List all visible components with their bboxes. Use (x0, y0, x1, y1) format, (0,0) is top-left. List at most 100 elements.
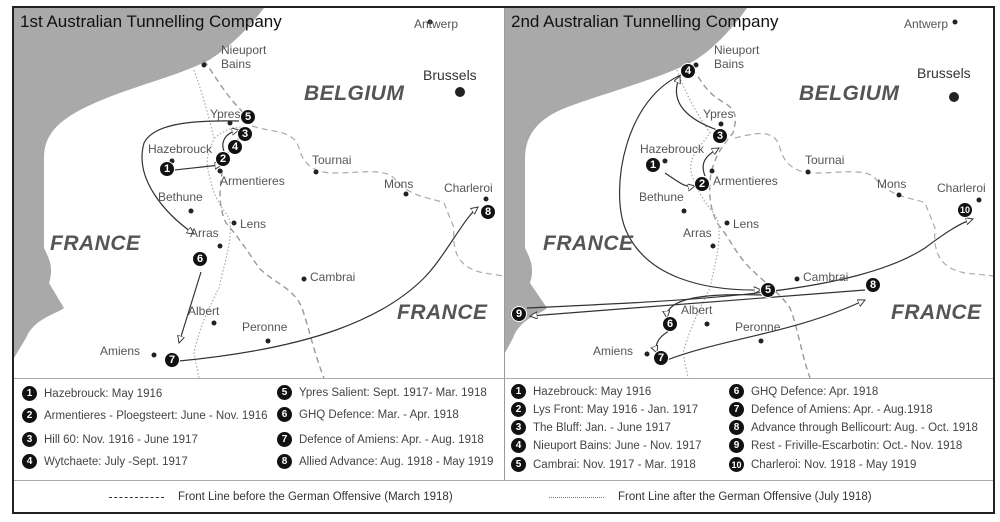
route-marker-5: 5 (760, 282, 776, 298)
route-marker-3: 3 (237, 126, 253, 142)
number-badge-icon: 10 (729, 457, 744, 472)
maps-row: 1st Australian Tunnelling Company BELGIU… (14, 8, 993, 378)
city-label-nieuport: Nieuport (221, 43, 267, 57)
map-title: 2nd Australian Tunnelling Company (511, 12, 779, 31)
route-marker-7: 7 (653, 350, 669, 366)
legend-item: 8 Advance through Bellicourt: Aug. - Oct.… (729, 420, 978, 435)
number-badge-icon: 1 (511, 384, 526, 399)
city-label-mons: Mons (384, 177, 414, 191)
number-badge-icon: 7 (277, 432, 292, 447)
legend-item: 7 Defence of Amiens: Apr. - Aug. 1918 (277, 432, 484, 447)
city-label-tournai: Tournai (805, 153, 845, 167)
route-marker-9: 9 (511, 306, 527, 322)
city-label-charleroi: Charleroi (444, 181, 493, 195)
city-label-tournai: Tournai (312, 153, 352, 167)
route-marker-7: 7 (164, 352, 180, 368)
number-badge-icon: 6 (729, 384, 744, 399)
city-label-amiens: Amiens (100, 344, 141, 358)
map-2nd-company: 2nd Australian Tunnelling Company BELGIU… (504, 8, 993, 378)
line-key-label: Front Line after the German Offensive (J… (618, 491, 872, 503)
legend-label: Armentieres - Ploegsteert: June - Nov. 1… (44, 409, 268, 422)
marker-legend: 1 Hazebrouck: May 1916 2 Armentieres - Plo… (14, 378, 993, 481)
city-label-arras: Arras (683, 226, 712, 240)
city-label-antwerp: Antwerp (414, 17, 459, 31)
city-label-peronne: Peronne (242, 320, 288, 334)
country-label-france: FRANCE (543, 232, 634, 255)
city-label-bethune: Bethune (158, 190, 203, 204)
country-label-belgium: BELGIUM (799, 82, 900, 105)
legend-item: 8 Allied Advance: Aug. 1918 - May 1919 (277, 454, 493, 469)
route-marker-2: 2 (215, 151, 231, 167)
legend-label: Ypres Salient: Sept. 1917- Mar. 1918 (299, 386, 487, 399)
city-label-bethune: Bethune (639, 190, 684, 204)
route-marker-6: 6 (662, 316, 678, 332)
city-label-antwerp: Antwerp (904, 17, 949, 31)
legend-2nd-company: 1 Hazebrouck: May 1916 2 Lys Front: May 19… (504, 379, 993, 480)
route-marker-4: 4 (680, 63, 696, 79)
front-line-legend: Front Line before the German Offensive (… (14, 482, 993, 512)
legend-item: 3 The Bluff: Jan. - June 1917 (511, 420, 671, 435)
legend-label: Defence of Amiens: Apr. - Aug. 1918 (299, 433, 484, 446)
number-badge-icon: 5 (511, 457, 526, 472)
number-badge-icon: 3 (22, 432, 37, 447)
number-badge-icon: 4 (511, 438, 526, 453)
city-label-nieuport-bains: Bains (221, 57, 252, 71)
route-marker-1: 1 (159, 161, 175, 177)
legend-item: 1 Hazebrouck: May 1916 (511, 384, 651, 399)
legend-item: 2 Lys Front: May 1916 - Jan. 1917 (511, 402, 698, 417)
number-badge-icon: 7 (729, 402, 744, 417)
city-label-arras: Arras (190, 226, 219, 240)
legend-label: The Bluff: Jan. - June 1917 (533, 421, 671, 434)
legend-label: GHQ Defence: Apr. 1918 (751, 385, 879, 398)
number-badge-icon: 1 (22, 386, 37, 401)
city-label-albert: Albert (681, 303, 713, 317)
legend-label: Allied Advance: Aug. 1918 - May 1919 (299, 455, 494, 468)
country-label-france: FRANCE (891, 301, 982, 324)
legend-label: Advance through Bellicourt: Aug. - Oct. … (751, 421, 978, 434)
city-label-hazebrouck: Hazebrouck (640, 142, 705, 156)
number-badge-icon: 9 (729, 438, 744, 453)
city-label-armentieres: Armentieres (713, 174, 778, 188)
legend-label: Hazebrouck: May 1916 (533, 385, 652, 398)
dashed-line-icon (109, 496, 164, 498)
legend-label: Wytchaete: July -Sept. 1917 (44, 455, 188, 468)
route-marker-4: 4 (227, 139, 243, 155)
dotted-line-icon (549, 496, 604, 498)
city-label-peronne: Peronne (735, 320, 781, 334)
legend-label: GHQ Defence: Mar. - Apr. 1918 (299, 408, 459, 421)
legend-item: 2 Armentieres - Ploegsteert: June - Nov. … (22, 408, 268, 423)
map-figure: 1st Australian Tunnelling Company BELGIU… (12, 6, 995, 514)
route-marker-2: 2 (694, 176, 710, 192)
city-label-cambrai: Cambrai (310, 270, 356, 284)
number-badge-icon: 4 (22, 454, 37, 469)
number-badge-icon: 2 (511, 402, 526, 417)
map-title: 1st Australian Tunnelling Company (20, 12, 282, 31)
map-1st-company: 1st Australian Tunnelling Company BELGIU… (14, 8, 504, 378)
number-badge-icon: 8 (729, 420, 744, 435)
city-label-lens: Lens (733, 217, 760, 231)
route-marker-8: 8 (480, 204, 496, 220)
city-label-brussels: Brussels (423, 67, 477, 83)
city-label-nieuport: Nieuport (714, 43, 760, 57)
city-label-ypres: Ypres (210, 107, 241, 121)
legend-item: 7 Defence of Amiens: Apr. - Aug.1918 (729, 402, 933, 417)
legend-label: Charleroi: Nov. 1918 - May 1919 (751, 458, 917, 471)
number-badge-icon: 6 (277, 407, 292, 422)
city-label-amiens: Amiens (593, 344, 634, 358)
route-marker-8: 8 (865, 277, 881, 293)
line-key-before: Front Line before the German Offensive (… (109, 491, 453, 503)
number-badge-icon: 2 (22, 408, 37, 423)
city-label-albert: Albert (188, 304, 220, 318)
legend-item: 6 GHQ Defence: Mar. - Apr. 1918 (277, 407, 459, 422)
number-badge-icon: 3 (511, 420, 526, 435)
legend-label: Defence of Amiens: Apr. - Aug.1918 (751, 403, 933, 416)
legend-label: Lys Front: May 1916 - Jan. 1917 (533, 403, 699, 416)
city-label-mons: Mons (877, 177, 907, 191)
city-label-ypres: Ypres (703, 107, 734, 121)
number-badge-icon: 8 (277, 454, 292, 469)
